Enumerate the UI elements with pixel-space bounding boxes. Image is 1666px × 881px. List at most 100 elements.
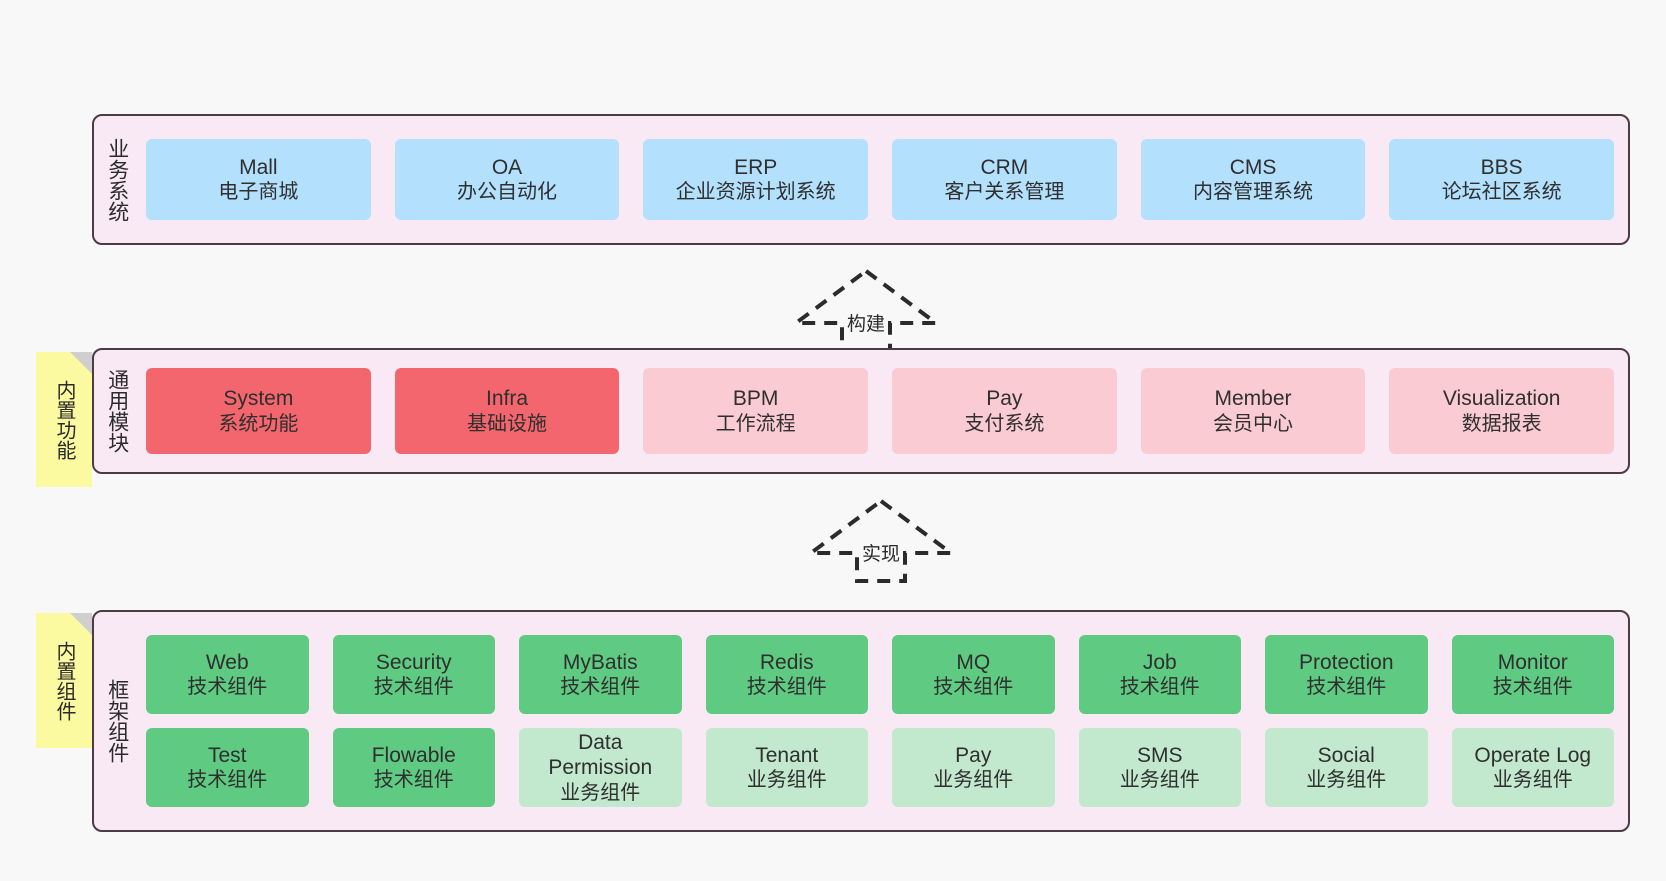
- card-infra[interactable]: Infra 基础设施: [394, 368, 620, 454]
- card-mall-title: Mall: [239, 155, 278, 179]
- card-cms-subtitle: 内容管理系统: [1193, 181, 1314, 204]
- connector-implement-label: 实现: [861, 544, 900, 565]
- card-mybatis-subtitle: 技术组件: [560, 676, 641, 699]
- card-data-permission-title: Data Permission: [548, 730, 653, 780]
- card-data-permission-subtitle: 业务组件: [560, 781, 641, 804]
- layer-framework-components-body: Web 技术组件 Security 技术组件 MyBatis 技术组件 Redi…: [140, 612, 1628, 830]
- card-test-subtitle: 技术组件: [187, 769, 268, 792]
- card-erp-title: ERP: [734, 155, 778, 179]
- card-security-title: Security: [375, 650, 452, 674]
- card-web[interactable]: Web 技术组件: [146, 635, 309, 714]
- card-social-title: Social: [1317, 743, 1375, 767]
- card-system[interactable]: System 系统功能: [146, 368, 371, 454]
- card-pay-component-title: Pay: [955, 743, 992, 767]
- note-builtin-component: 内置组件: [36, 613, 92, 748]
- card-mall-subtitle: 电子商城: [218, 181, 299, 204]
- card-tenant[interactable]: Tenant 业务组件: [705, 728, 868, 807]
- note-builtin-function: 内置功能: [36, 352, 92, 487]
- card-flowable[interactable]: Flowable 技术组件: [332, 728, 495, 807]
- connector-build: 构建: [789, 265, 943, 355]
- card-protection[interactable]: Protection 技术组件: [1265, 635, 1428, 714]
- card-social-subtitle: 业务组件: [1306, 769, 1387, 792]
- card-test[interactable]: Test 技术组件: [146, 728, 309, 807]
- card-operate-log[interactable]: Operate Log 业务组件: [1451, 728, 1614, 807]
- card-member[interactable]: Member 会员中心: [1140, 368, 1366, 454]
- card-flowable-title: Flowable: [371, 743, 456, 767]
- note-fold-corner-icon: [70, 613, 92, 635]
- card-member-subtitle: 会员中心: [1213, 412, 1294, 435]
- card-monitor[interactable]: Monitor 技术组件: [1451, 635, 1614, 714]
- note-builtin-function-label: 内置功能: [53, 379, 75, 460]
- card-pay-module-subtitle: 支付系统: [964, 412, 1045, 435]
- card-social[interactable]: Social 业务组件: [1265, 728, 1428, 807]
- layer-common-modules: 通用模块 System 系统功能 Infra 基础设施 BPM 工作流程 Pay…: [92, 348, 1630, 474]
- card-oa[interactable]: OA 办公自动化: [394, 139, 620, 220]
- card-mq[interactable]: MQ 技术组件: [892, 635, 1055, 714]
- card-system-subtitle: 系统功能: [218, 412, 299, 435]
- card-job[interactable]: Job 技术组件: [1078, 635, 1241, 714]
- card-oa-subtitle: 办公自动化: [457, 181, 557, 204]
- card-system-title: System: [223, 387, 294, 410]
- common-modules-row: System 系统功能 Infra 基础设施 BPM 工作流程 Pay 支付系统…: [146, 368, 1615, 454]
- card-crm-subtitle: 客户关系管理: [944, 181, 1065, 204]
- card-redis[interactable]: Redis 技术组件: [705, 635, 868, 714]
- note-builtin-component-label: 内置组件: [53, 640, 75, 721]
- card-mall[interactable]: Mall 电子商城: [146, 139, 371, 220]
- card-erp[interactable]: ERP 企业资源计划系统: [643, 139, 869, 220]
- card-redis-subtitle: 技术组件: [746, 676, 827, 699]
- card-visualization-subtitle: 数据报表: [1461, 412, 1542, 435]
- card-sms-title: SMS: [1136, 743, 1183, 767]
- card-bpm-subtitle: 工作流程: [715, 412, 796, 435]
- card-monitor-subtitle: 技术组件: [1492, 676, 1573, 699]
- card-bbs-subtitle: 论坛社区系统: [1441, 181, 1562, 204]
- card-mq-subtitle: 技术组件: [933, 676, 1014, 699]
- card-security[interactable]: Security 技术组件: [332, 635, 495, 714]
- business-systems-row: Mall 电子商城 OA 办公自动化 ERP 企业资源计划系统 CRM 客户关系…: [146, 139, 1615, 220]
- card-bpm-title: BPM: [732, 387, 779, 410]
- card-pay-component[interactable]: Pay 业务组件: [892, 728, 1055, 807]
- card-sms[interactable]: SMS 业务组件: [1078, 728, 1241, 807]
- card-tenant-title: Tenant: [755, 743, 819, 767]
- card-bbs[interactable]: BBS 论坛社区系统: [1389, 139, 1615, 220]
- card-web-title: Web: [205, 650, 249, 674]
- card-pay-module-title: Pay: [986, 387, 1023, 410]
- card-mybatis[interactable]: MyBatis 技术组件: [519, 635, 682, 714]
- card-monitor-title: Monitor: [1497, 650, 1568, 674]
- card-web-subtitle: 技术组件: [187, 676, 268, 699]
- layer-business-systems: 业务系统 Mall 电子商城 OA 办公自动化 ERP 企业资源计划系统 CRM…: [92, 114, 1630, 245]
- card-infra-subtitle: 基础设施: [467, 412, 547, 435]
- card-member-title: Member: [1214, 387, 1292, 410]
- card-test-title: Test: [207, 743, 247, 767]
- layer-business-systems-title: 业务系统: [105, 137, 129, 222]
- connector-implement: 实现: [804, 495, 958, 585]
- card-visualization[interactable]: Visualization 数据报表: [1389, 368, 1615, 454]
- layer-common-modules-body: System 系统功能 Infra 基础设施 BPM 工作流程 Pay 支付系统…: [140, 350, 1628, 472]
- card-mq-title: MQ: [956, 650, 991, 674]
- card-pay-module[interactable]: Pay 支付系统: [892, 368, 1117, 454]
- card-visualization-title: Visualization: [1442, 387, 1561, 410]
- card-job-title: Job: [1142, 650, 1177, 674]
- card-cms-title: CMS: [1229, 155, 1277, 179]
- card-cms[interactable]: CMS 内容管理系统: [1140, 139, 1366, 220]
- note-fold-corner-icon: [70, 352, 92, 374]
- card-pay-component-subtitle: 业务组件: [933, 769, 1014, 792]
- connector-implement-arrow: [804, 498, 958, 583]
- card-bbs-title: BBS: [1480, 155, 1523, 179]
- card-protection-title: Protection: [1298, 650, 1394, 674]
- card-redis-title: Redis: [759, 650, 814, 674]
- card-protection-subtitle: 技术组件: [1306, 676, 1387, 699]
- layer-framework-components-title: 框架组件: [105, 679, 129, 763]
- card-oa-title: OA: [491, 155, 523, 179]
- card-tenant-subtitle: 业务组件: [746, 769, 827, 792]
- card-crm[interactable]: CRM 客户关系管理: [892, 139, 1117, 220]
- card-erp-subtitle: 企业资源计划系统: [675, 181, 836, 204]
- card-data-permission[interactable]: Data Permission 业务组件: [519, 728, 682, 807]
- card-operate-log-subtitle: 业务组件: [1492, 769, 1573, 792]
- card-mybatis-title: MyBatis: [562, 650, 638, 674]
- connector-build-label: 构建: [846, 314, 885, 335]
- layer-business-systems-body: Mall 电子商城 OA 办公自动化 ERP 企业资源计划系统 CRM 客户关系…: [140, 116, 1628, 243]
- card-sms-subtitle: 业务组件: [1119, 769, 1200, 792]
- card-bpm[interactable]: BPM 工作流程: [643, 368, 869, 454]
- layer-common-modules-title: 通用模块: [105, 369, 129, 453]
